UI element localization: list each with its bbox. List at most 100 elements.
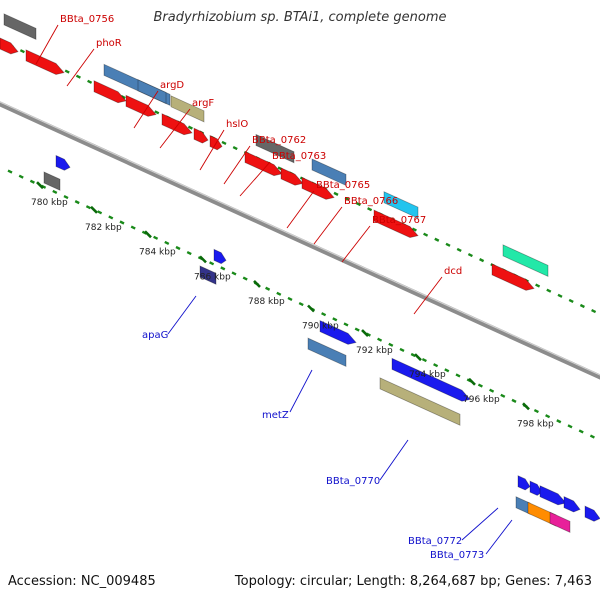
gene-label-bbta-0773: BBta_0773 xyxy=(430,550,484,561)
lower-tick xyxy=(343,322,349,327)
scale-label-794-kbp: 794 kbp xyxy=(409,370,446,380)
scale-label-798-kbp: 798 kbp xyxy=(517,419,554,429)
lower-tick xyxy=(332,317,338,322)
lower-tick xyxy=(444,368,450,373)
lower-tick xyxy=(74,200,80,205)
gene-feature-navy-22 xyxy=(199,265,217,285)
gene-feature-khaki-27 xyxy=(379,377,461,426)
lower-tick xyxy=(52,189,58,195)
upper-tick xyxy=(479,258,485,263)
leader-bbta-0765 xyxy=(286,190,315,229)
gene-feature-blue-30 xyxy=(539,485,567,506)
gene-label-metz: metZ xyxy=(262,410,289,421)
major-tick-9 xyxy=(522,402,530,411)
gene-feature-steel-15 xyxy=(311,158,347,187)
lower-tick xyxy=(97,210,103,215)
scale-label-788-kbp: 788 kbp xyxy=(248,297,285,307)
backbone-line xyxy=(0,101,600,380)
lower-tick xyxy=(556,419,562,424)
gene-feature-blue-31 xyxy=(563,495,581,513)
gene-feature-gray-20 xyxy=(43,171,61,191)
leader-argf xyxy=(159,108,191,149)
lower-tick xyxy=(388,342,394,347)
leader-dcd xyxy=(413,276,443,315)
gene-feature-red-2 xyxy=(25,49,65,75)
leader-argd xyxy=(133,90,159,129)
lower-tick xyxy=(231,271,237,276)
upper-tick xyxy=(75,74,81,79)
lower-tick xyxy=(18,174,24,179)
major-tick-3 xyxy=(199,255,207,264)
lower-tick xyxy=(220,266,226,271)
major-tick-2 xyxy=(144,230,152,239)
gene-feature-red-17 xyxy=(373,209,419,238)
leader-metz xyxy=(289,369,313,413)
gene-feature-blue-29 xyxy=(529,480,543,496)
leader-bbta-0763 xyxy=(239,161,271,197)
upper-tick xyxy=(344,196,350,202)
gene-feature-khaki-7 xyxy=(170,95,205,123)
upper-tick xyxy=(87,79,93,84)
lower-tick xyxy=(85,205,91,210)
scale-label-782-kbp: 782 kbp xyxy=(85,223,122,233)
upper-tick xyxy=(232,145,238,151)
lower-tick xyxy=(265,286,271,291)
gene-label-bbta-0765: BBta_0765 xyxy=(316,180,370,191)
upper-tick xyxy=(64,69,70,74)
lower-tick xyxy=(589,434,595,439)
gene-feature-gray-0 xyxy=(3,13,37,41)
upper-tick xyxy=(568,298,574,303)
major-tick-1 xyxy=(90,205,98,214)
gene-label-bbta-0772: BBta_0772 xyxy=(408,536,462,547)
gene-feature-blue-26 xyxy=(391,357,471,402)
gene-label-bbta-0767: BBta_0767 xyxy=(372,215,426,226)
gene-feature-magenta-35 xyxy=(549,511,571,533)
lower-tick xyxy=(242,276,248,281)
leader-bbta-0766 xyxy=(313,206,343,245)
upper-tick xyxy=(434,237,440,242)
lower-tick xyxy=(298,301,304,307)
major-tick-0 xyxy=(36,181,44,190)
leader-bbta-0773 xyxy=(485,519,513,555)
lower-tick xyxy=(175,245,181,251)
leader-bbta-0772 xyxy=(461,507,499,541)
upper-tick xyxy=(19,49,25,54)
gene-label-bbta-0756: BBta_0756 xyxy=(60,14,114,25)
gene-label-argd: argD xyxy=(160,80,184,91)
gene-label-phor: phoR xyxy=(96,38,122,49)
lower-tick xyxy=(511,398,517,403)
upper-tick xyxy=(557,293,563,298)
gene-label-bbta-0770: BBta_0770 xyxy=(326,476,380,487)
major-tick-6 xyxy=(361,329,369,337)
lower-tick xyxy=(578,429,584,434)
lower-tick xyxy=(119,220,125,225)
map-title: Bradyrhizobium sp. BTAi1, complete genom… xyxy=(153,10,447,25)
major-tick-5 xyxy=(307,304,315,313)
lower-tick xyxy=(209,261,215,266)
leader-apag xyxy=(167,295,197,335)
gene-label-bbta-0763: BBta_0763 xyxy=(272,151,326,162)
upper-tick xyxy=(467,252,473,258)
scale-label-786-kbp: 786 kbp xyxy=(194,272,231,282)
lower-tick xyxy=(533,408,539,414)
topology-summary: Topology: circular; Length: 8,264,687 bp… xyxy=(234,574,592,589)
backbone-highlight xyxy=(0,101,600,376)
lower-tick xyxy=(399,347,405,352)
lower-tick xyxy=(29,179,35,184)
upper-tick xyxy=(423,232,429,237)
accession-text: Accession: NC_009485 xyxy=(8,574,156,589)
gene-feature-red-8 xyxy=(161,113,193,136)
label-leader-lines xyxy=(35,24,513,555)
gene-feature-red-14 xyxy=(301,176,335,200)
gene-feature-red-19 xyxy=(491,263,535,291)
scale-label-784-kbp: 784 kbp xyxy=(139,247,176,257)
gene-label-bbta-0766: BBta_0766 xyxy=(344,196,398,207)
lower-tick xyxy=(321,312,327,317)
scale-label-792-kbp: 792 kbp xyxy=(356,346,393,356)
lower-tick xyxy=(153,235,159,240)
major-tick-4 xyxy=(253,280,261,288)
lower-tick xyxy=(377,337,383,342)
genome-backbone xyxy=(0,101,600,380)
